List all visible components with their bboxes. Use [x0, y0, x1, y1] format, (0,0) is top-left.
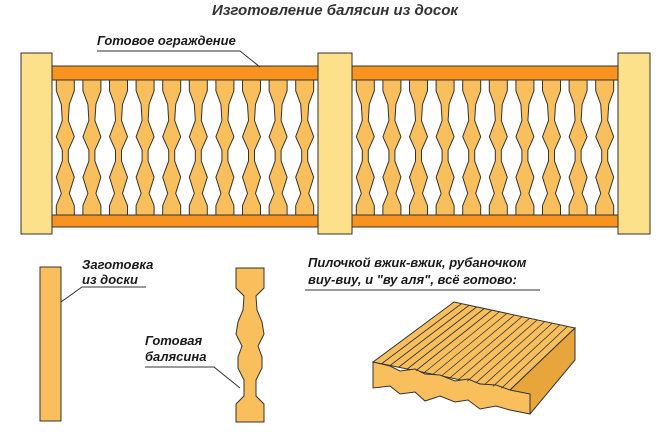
right-baluster — [355, 79, 375, 216]
cut-board-front-profile — [372, 361, 531, 415]
right-baluster — [435, 79, 455, 216]
blank-board — [39, 266, 62, 422]
right-baluster — [515, 79, 535, 216]
grain-line — [492, 324, 561, 387]
right-baluster — [462, 79, 482, 216]
grain-line — [424, 311, 500, 373]
grain-line — [484, 322, 553, 386]
left-baluster — [162, 79, 182, 216]
grain-line — [389, 304, 470, 366]
post-left — [20, 52, 53, 235]
finished-baluster — [235, 267, 265, 423]
blank-label-line2: из доски — [82, 272, 138, 287]
baluster-label-line2: балясина — [145, 349, 207, 364]
baluster-label-line1: Готовая — [145, 333, 203, 348]
grain-line — [432, 313, 508, 375]
grain-line — [501, 326, 568, 389]
grain-line — [449, 316, 523, 379]
left-baluster — [188, 79, 208, 216]
cut-board-grain — [381, 303, 568, 389]
left-baluster — [295, 79, 315, 216]
grain-line — [407, 308, 485, 370]
bottom-rail-left — [51, 214, 319, 228]
fence-label: Готовое ограждение — [97, 33, 236, 48]
right-baluster — [488, 79, 508, 216]
grain-line — [415, 309, 493, 372]
grain-line — [381, 303, 462, 365]
process-label-line2: виу-виу, и "ву аля", всё готово: — [308, 272, 517, 287]
balusters-left — [55, 79, 315, 216]
right-baluster — [568, 79, 588, 216]
post-middle — [317, 52, 353, 235]
grain-line — [441, 314, 515, 377]
left-baluster — [108, 79, 129, 216]
fence-callout-line — [97, 50, 261, 68]
top-rail-right — [351, 65, 619, 81]
left-baluster — [268, 79, 288, 216]
right-baluster — [595, 79, 615, 216]
left-baluster — [55, 79, 75, 216]
left-baluster — [215, 79, 235, 216]
cut-board — [371, 301, 577, 415]
balusters-right — [355, 79, 615, 216]
process-label-line1: Пилочкой вжик-вжик, рубаночком — [308, 255, 527, 270]
right-baluster — [541, 79, 562, 216]
top-rail-left — [51, 65, 319, 81]
post-right — [617, 52, 651, 235]
grain-line — [466, 319, 538, 382]
left-baluster — [82, 79, 102, 216]
left-baluster — [135, 79, 155, 216]
grain-line — [458, 317, 530, 380]
left-baluster — [241, 79, 262, 216]
grain-line — [398, 306, 477, 368]
baluster-callout-line — [145, 366, 241, 389]
grain-line — [475, 321, 546, 384]
diagram-title: Изготовление балясин из досок — [211, 2, 459, 19]
right-baluster — [382, 79, 402, 216]
blank-callout-line — [60, 286, 146, 303]
blank-label-line1: Заготовка — [82, 257, 154, 272]
right-baluster — [408, 79, 429, 216]
bottom-rail-right — [351, 214, 619, 228]
